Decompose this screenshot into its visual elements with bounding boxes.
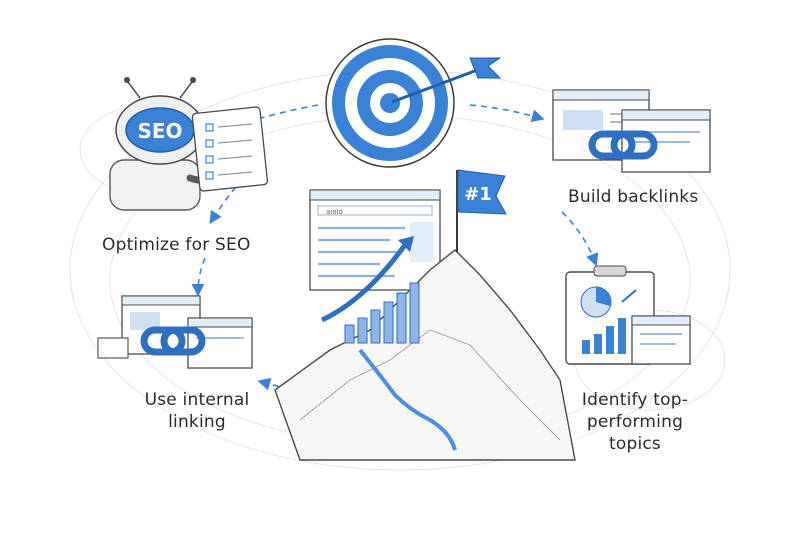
target-icon (325, 38, 502, 168)
step-text: Build backlinks (568, 187, 699, 207)
chain-link-icon (588, 130, 658, 160)
mountain-icon (274, 236, 576, 461)
step-text-line-2: performing topics (586, 412, 684, 454)
robot-icon: SEO (109, 77, 269, 211)
search-query: aioio (326, 208, 343, 216)
robot-visor-text: SEO (137, 119, 182, 143)
river (358, 348, 457, 451)
step-text-line-2: linking (168, 412, 226, 432)
analytics-clipboard-icon (565, 265, 691, 365)
step-text-line-1: Use internal (144, 390, 250, 410)
backlinks-illustration (552, 89, 711, 173)
arrow-backlinks-to-identify (561, 211, 599, 267)
internal-linking-illustration (97, 295, 253, 369)
chain-link-icon (140, 326, 206, 356)
growth-arrow (320, 243, 408, 323)
step-label-build-backlinks: Build backlinks (568, 186, 698, 208)
step-label-identify-topics: Identify top- performing topics (560, 389, 710, 455)
flag-text: #1 (464, 184, 492, 205)
step-label-internal-linking: Use internal linking (132, 389, 262, 433)
checklist-document (191, 106, 269, 192)
step-label-optimize-seo: Optimize for SEO (102, 234, 251, 256)
growth-bars (344, 282, 420, 344)
arrow-target-to-backlinks (469, 104, 545, 122)
step-text-line-1: Identify top- (581, 390, 689, 410)
search-results-window: aioio (309, 189, 441, 291)
flag-icon: #1 (456, 169, 507, 252)
arrow-optimize-to-internal (191, 257, 206, 297)
step-text: Optimize for SEO (102, 235, 251, 255)
